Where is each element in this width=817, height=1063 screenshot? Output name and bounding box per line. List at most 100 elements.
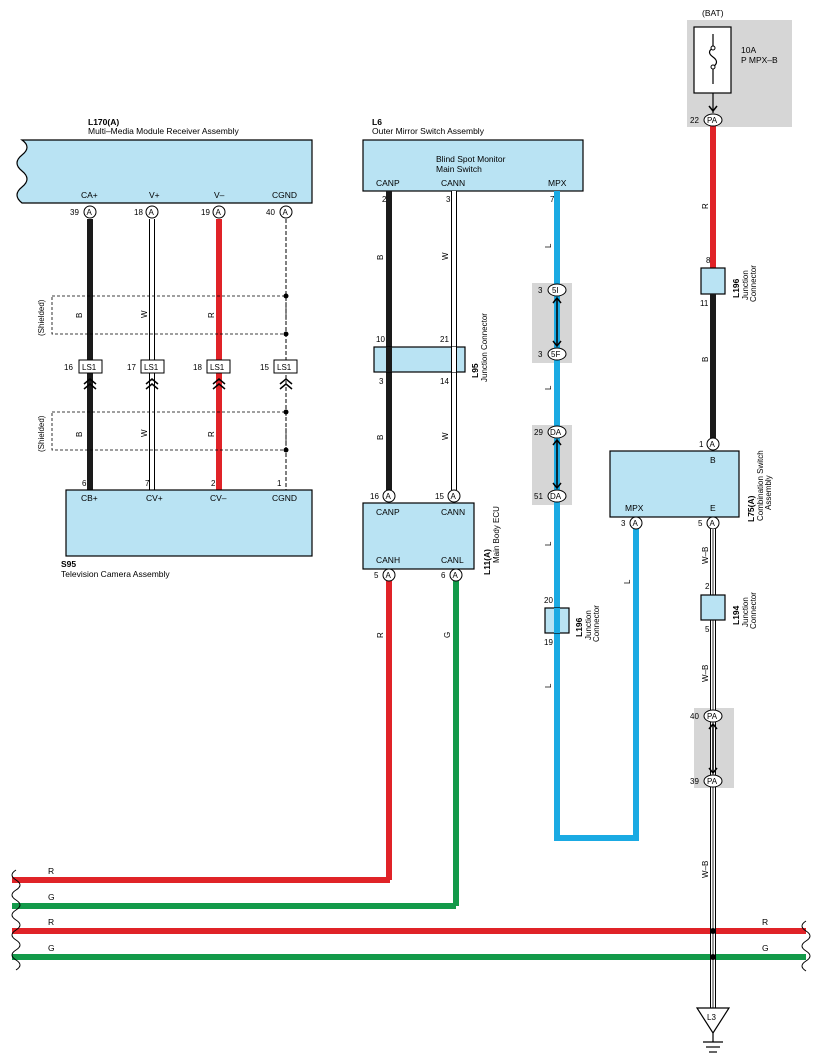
l75-conn-2: A — [710, 519, 716, 528]
right-wire-label-2: B — [701, 357, 710, 362]
ground-icon — [703, 1033, 723, 1053]
shield-box-1 — [51, 295, 287, 335]
shielded-label-1: (Shielded) — [37, 299, 46, 336]
l6-term-2: CANN — [441, 178, 465, 188]
inline-da-pin-b: 51 — [534, 492, 543, 501]
l95-code: L95 — [470, 363, 480, 378]
l11-top-term-2: CANN — [441, 507, 465, 517]
l196-right-box — [700, 267, 726, 295]
l170-name: Multi–Media Module Receiver Assembly — [88, 126, 239, 136]
l75-code: L75(A) — [746, 495, 756, 522]
bus-label-5: R — [762, 917, 768, 927]
l196-mid-bot-pin: 19 — [544, 638, 553, 647]
s95-code: S95 — [61, 559, 76, 569]
l75-term-1: MPX — [625, 503, 644, 513]
ground-triangle — [695, 1007, 731, 1035]
mid-wire-label-3: B — [376, 435, 385, 440]
l194-box — [700, 594, 726, 621]
ls1-label-2: LS1 — [144, 363, 159, 372]
l170-code: L170(A) — [88, 117, 119, 127]
l11-bot-pin-circles — [382, 568, 463, 582]
l6-pin-2: 3 — [446, 195, 451, 204]
l11-conn-t1: A — [386, 492, 392, 501]
l6-pin-1: 2 — [382, 195, 387, 204]
inline-pa-label-a: PA — [707, 712, 718, 721]
bat-pin: 22 — [690, 116, 699, 125]
fuse-rating: 10A — [741, 45, 756, 55]
blue-label-5: L — [623, 579, 632, 584]
bus-label-6: G — [762, 943, 769, 953]
l170-conn-1: A — [87, 208, 93, 217]
l95-name: Junction Connector — [480, 313, 489, 382]
l194-top-pin: 2 — [705, 582, 710, 591]
ls1-label-4: LS1 — [277, 363, 292, 372]
l194-name-2: Connector — [749, 592, 758, 629]
l170-term-1: CA+ — [81, 190, 98, 200]
l170-pin-4: 40 — [266, 208, 275, 217]
l11-top-pin-2: 15 — [435, 492, 444, 501]
l11-top-pin-1: 16 — [370, 492, 379, 501]
l170-conn-2: A — [149, 208, 155, 217]
right-wire-label-1: R — [701, 203, 710, 209]
inline-pa-pin-a: 40 — [690, 712, 699, 721]
inline-da-pin-a: 29 — [534, 428, 543, 437]
inline-da-label-a: DA — [550, 428, 562, 437]
l11-name: Main Body ECU — [492, 506, 501, 563]
wire-label-b-2: B — [75, 432, 84, 437]
l196-right-code: L196 — [731, 278, 741, 298]
blue-label-1: L — [544, 243, 553, 248]
bus-label-4: G — [48, 943, 55, 953]
l75-conn-1: A — [633, 519, 639, 528]
mid-wire-label-5: R — [376, 632, 385, 638]
l6-term-1: CANP — [376, 178, 400, 188]
l11-bot-term-2: CANL — [441, 555, 464, 565]
inline-da-label-b: DA — [550, 492, 562, 501]
l170-term-4: CGND — [272, 190, 297, 200]
wire-label-r-1: R — [207, 312, 216, 318]
bus-label-3: R — [48, 917, 54, 927]
s95-term-3: CV– — [210, 493, 227, 503]
ls1-connectors — [78, 359, 298, 390]
l6-pin-3: 7 — [550, 195, 555, 204]
l75-conn-top: A — [710, 440, 716, 449]
l11-conn-b1: A — [386, 571, 392, 580]
l6-box — [362, 139, 584, 192]
inline-pa-pin-b: 39 — [690, 777, 699, 786]
l75-term-2: E — [710, 503, 716, 513]
bat-label: (BAT) — [702, 8, 724, 18]
l170-pin-circles — [83, 205, 293, 219]
l11-code: L11(A) — [482, 549, 492, 575]
blue-label-3: L — [544, 541, 553, 546]
inline-5-connector — [547, 283, 567, 361]
l196-right-name-1: Junction — [741, 270, 750, 300]
fuse-name: P MPX–B — [741, 55, 778, 65]
right-wire-label-3: W–B — [701, 547, 710, 564]
l95-bot-pin-2: 14 — [440, 377, 449, 386]
s95-box — [65, 489, 313, 557]
l6-inner-1: Blind Spot Monitor — [436, 154, 506, 164]
mid-wire-label-4: W — [441, 432, 450, 440]
l75-name-1: Combination Switch — [756, 450, 765, 521]
l95-top-pin-2: 21 — [440, 335, 449, 344]
l11-box — [362, 502, 475, 570]
l75-top-term: B — [710, 455, 716, 465]
wire-mpx — [554, 191, 639, 841]
l194-bot-pin: 5 — [705, 625, 710, 634]
l11-conn-t2: A — [451, 492, 457, 501]
l196-right-bot-pin: 11 — [700, 299, 709, 308]
bus-lines — [11, 869, 811, 972]
s95-term-1: CB+ — [81, 493, 98, 503]
l6-name: Outer Mirror Switch Assembly — [372, 126, 485, 136]
l194-name-1: Junction — [741, 597, 750, 627]
mid-wire-label-1: B — [376, 255, 385, 260]
l75-pin-2: 5 — [698, 519, 703, 528]
l170-pin-1: 39 — [70, 208, 79, 217]
l11-conn-b2: A — [453, 571, 459, 580]
ls1-label-3: LS1 — [210, 363, 225, 372]
wire-label-w-2: W — [140, 429, 149, 437]
l75-bot-pin-circles — [629, 516, 720, 530]
l75-box — [609, 450, 740, 518]
l95-bot-pin-1: 3 — [379, 377, 384, 386]
right-wire-label-4: W–B — [701, 665, 710, 682]
